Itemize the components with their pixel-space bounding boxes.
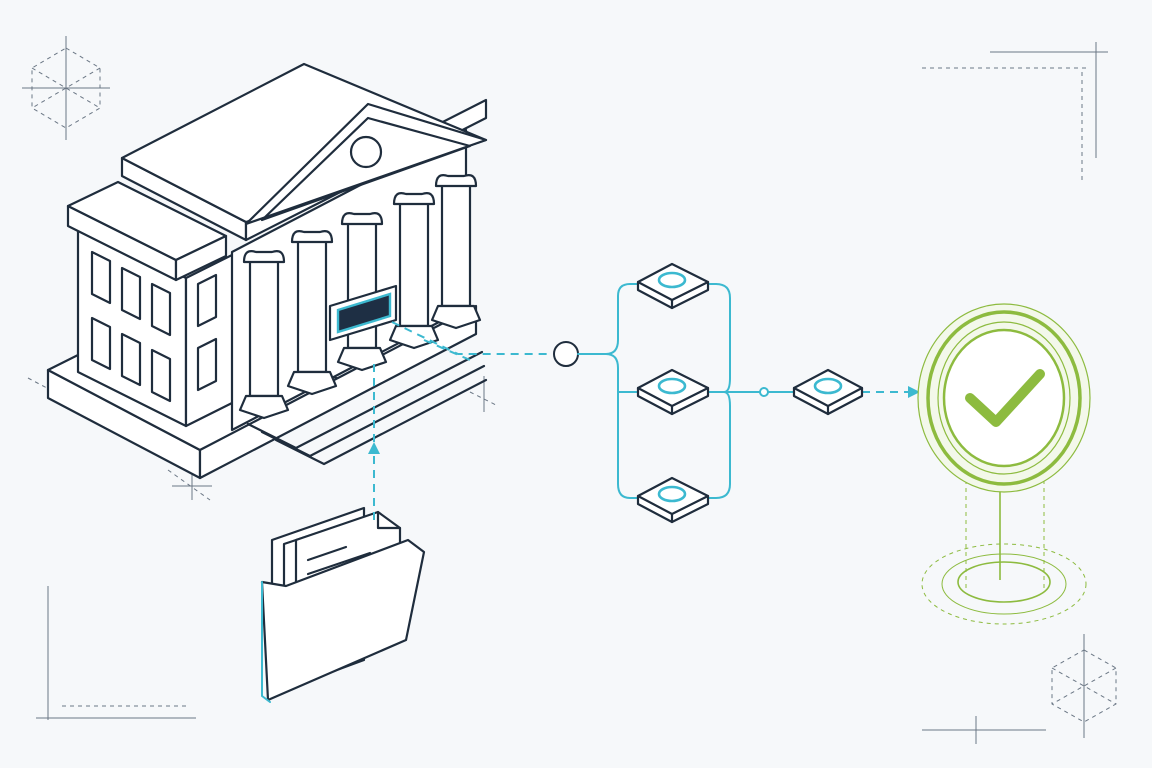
flow-connectors [368, 321, 552, 520]
building-windows [90, 250, 218, 403]
portico-columns [238, 174, 482, 420]
corner-decor-bottom-right [922, 634, 1117, 744]
network-node-bottom [636, 476, 710, 524]
entrance-sign [328, 284, 398, 342]
document-folder-icon [260, 506, 426, 703]
corner-decor-top-left [22, 36, 110, 140]
network-node-output [792, 368, 864, 416]
bank-building-icon [27, 62, 499, 501]
network-node-icon [553, 262, 920, 524]
check-badge-icon [917, 303, 1091, 625]
network-node-top [636, 262, 710, 310]
corner-decor-top-right [922, 42, 1108, 184]
corner-decor-bottom-left [36, 586, 196, 720]
network-node-middle [636, 368, 710, 416]
